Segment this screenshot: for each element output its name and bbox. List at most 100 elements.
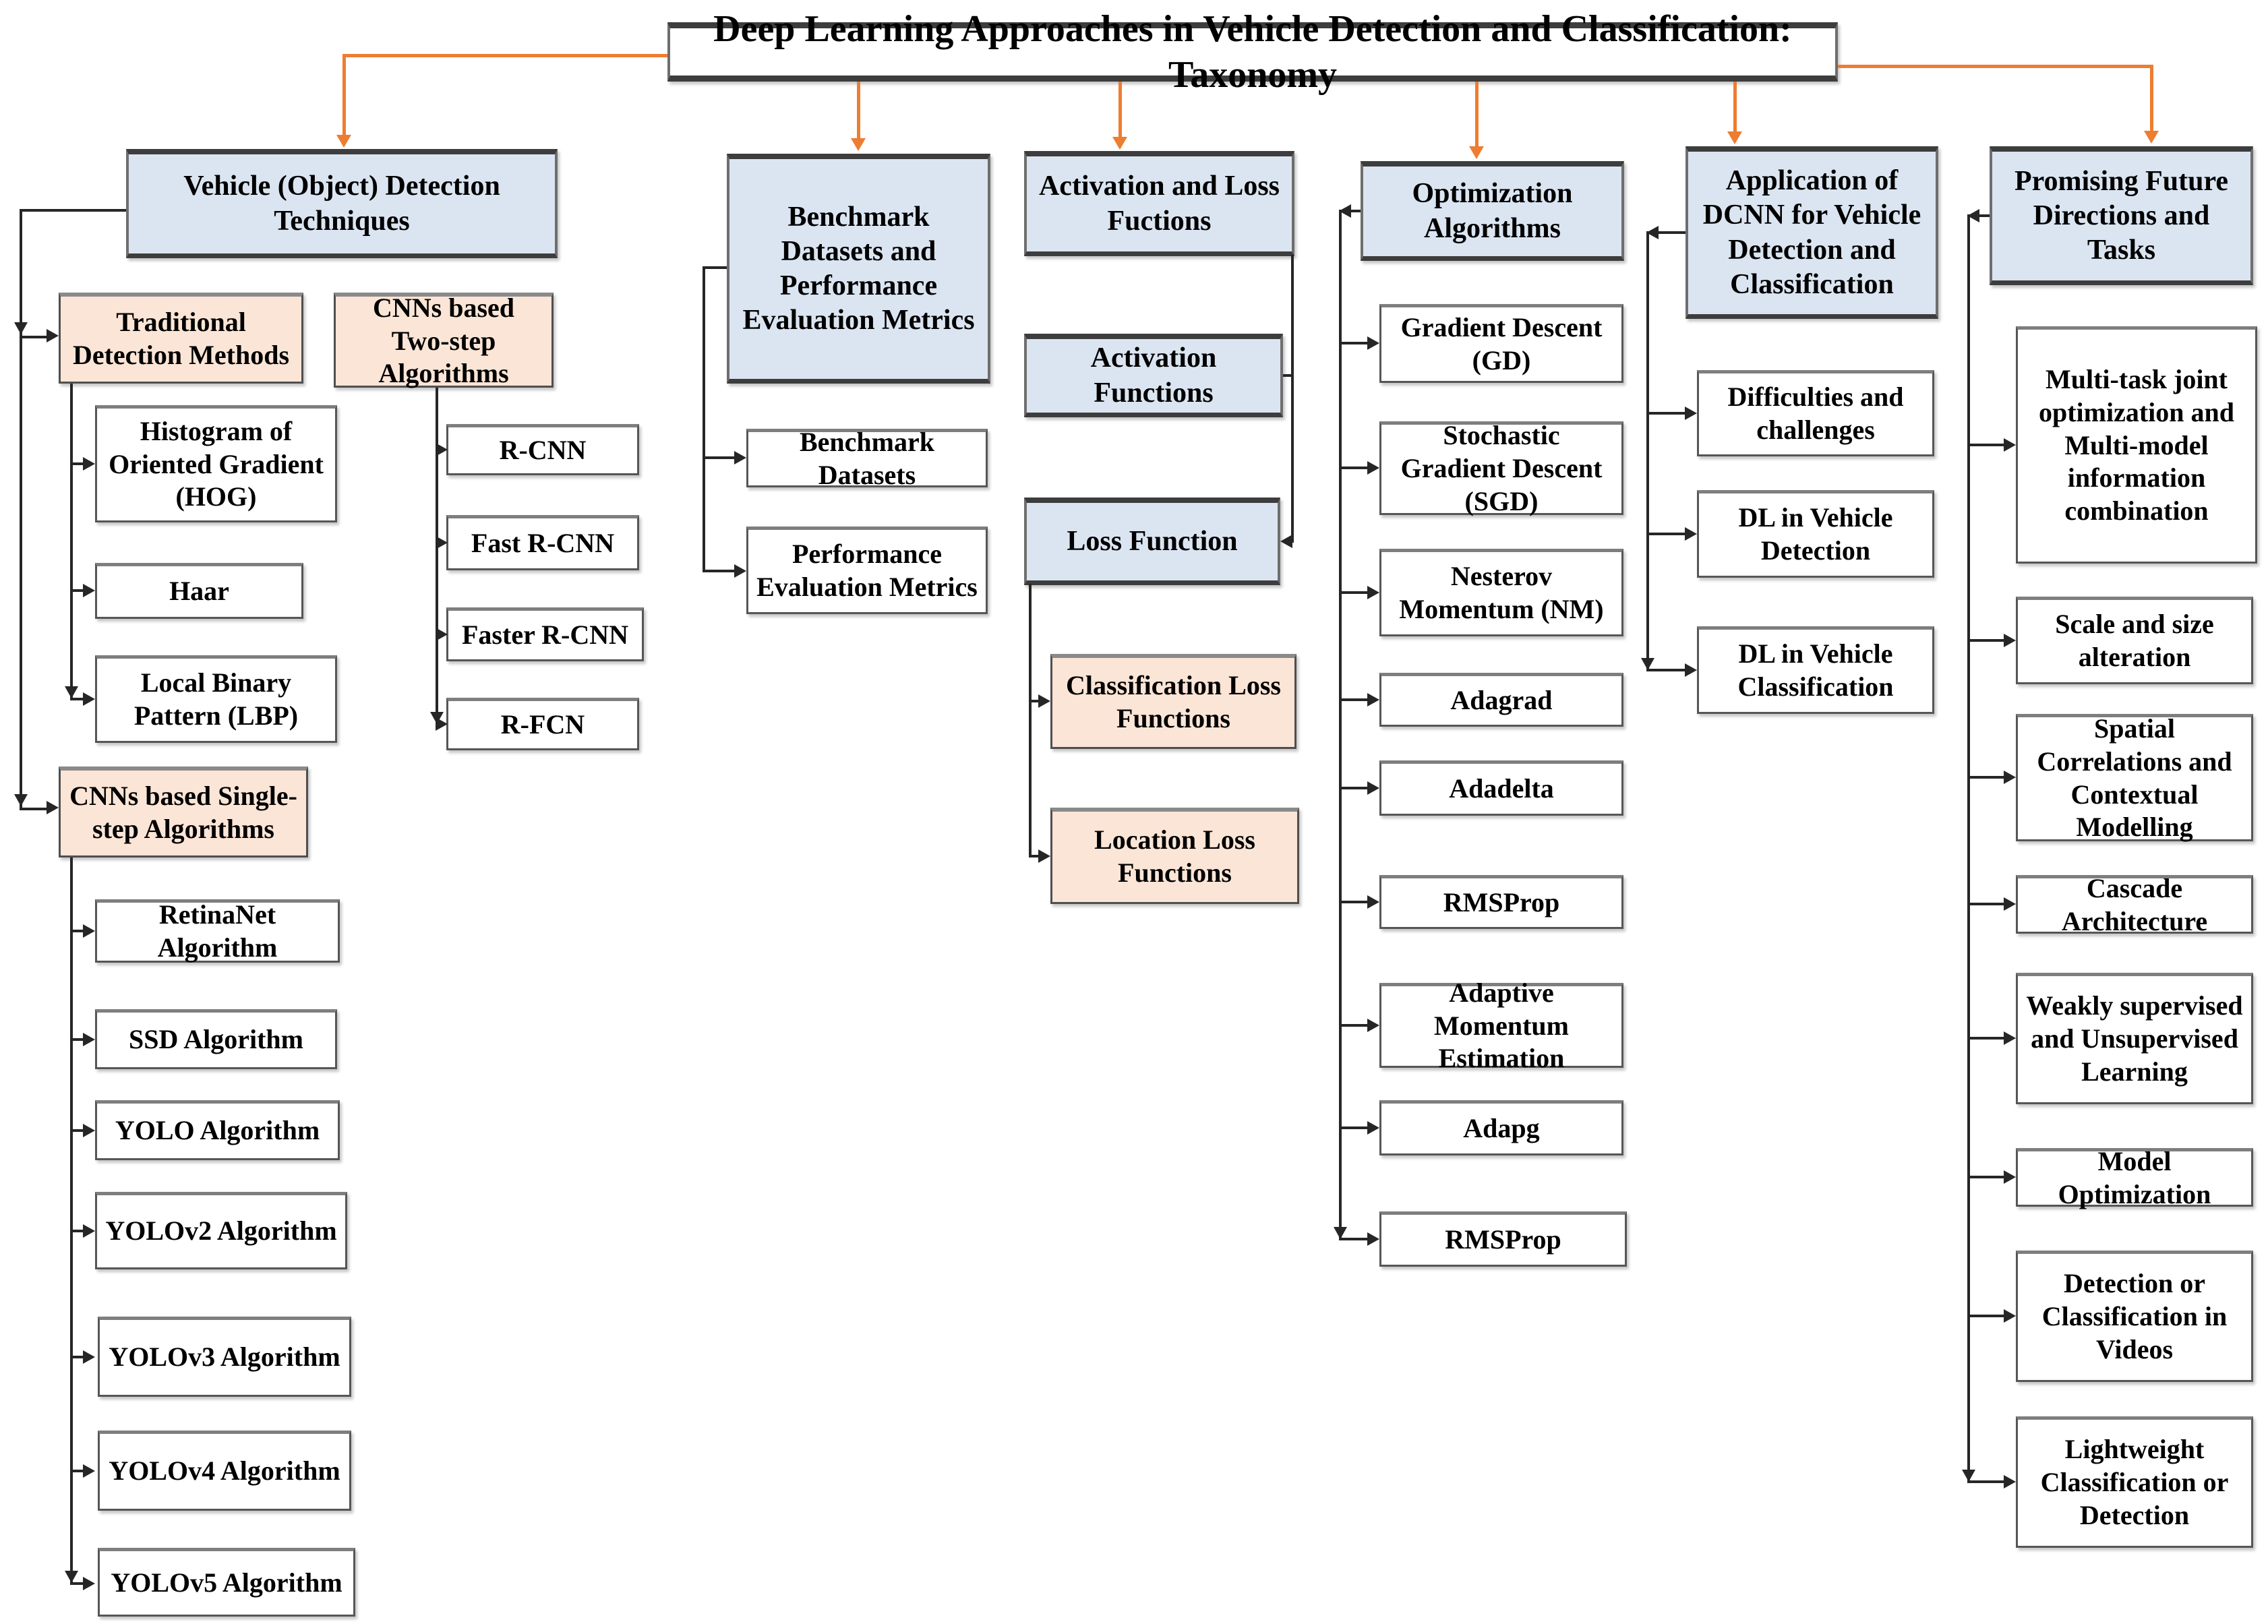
leaf-nm: Nesterov Momentum (NM) bbox=[1379, 549, 1623, 636]
arrow-orange-benchmark bbox=[851, 138, 866, 151]
arrow-into-sgd bbox=[1367, 461, 1379, 475]
arrow-orange-future bbox=[2144, 131, 2159, 144]
arrow-down-rmsprop2-corner bbox=[1334, 1227, 1347, 1239]
arrow-down-lbp-corner bbox=[65, 686, 78, 698]
arrow-into-nm bbox=[1367, 586, 1379, 599]
box-loss-function: Loss Function bbox=[1024, 498, 1280, 585]
arrow-into-yolov3 bbox=[83, 1350, 95, 1364]
connector-singlestep-spine bbox=[70, 858, 73, 1584]
arrow-into-haar bbox=[83, 584, 95, 597]
arrow-into-hog bbox=[83, 457, 95, 471]
connector-application-stub bbox=[1657, 231, 1685, 234]
header-vehicle-detection-techniques: Vehicle (Object) Detection Techniques bbox=[126, 149, 558, 258]
arrow-into-gd bbox=[1367, 336, 1379, 350]
arrow-into-videos bbox=[2004, 1309, 2016, 1323]
leaf-faster-rcnn: Faster R-CNN bbox=[446, 607, 644, 661]
leaf-model-optimization: Model Optimization bbox=[2016, 1146, 2253, 1209]
connector-to-rmsprop2 bbox=[1342, 1238, 1369, 1240]
leaf-yolo: YOLO Algorithm bbox=[95, 1100, 340, 1160]
connector-to-yolov3 bbox=[70, 1356, 85, 1358]
connector-orange-drop-future bbox=[2150, 65, 2153, 132]
arrow-into-scale bbox=[2004, 634, 2016, 647]
leaf-yolov5: YOLOv5 Algorithm bbox=[98, 1548, 355, 1617]
arrow-into-yolov5 bbox=[83, 1577, 95, 1590]
arrow-into-modelopt bbox=[2004, 1170, 2016, 1184]
leaf-detection-in-videos: Detection or Classification in Videos bbox=[2016, 1251, 2253, 1382]
leaf-rcnn: R-CNN bbox=[446, 424, 639, 475]
connector-application-spine bbox=[1646, 231, 1649, 671]
arrow-into-yolov2 bbox=[83, 1224, 95, 1238]
connector-to-retinanet bbox=[70, 930, 85, 932]
leaf-retinanet: RetinaNet Algorithm bbox=[95, 899, 340, 963]
arrow-into-faster-rcnn bbox=[436, 628, 448, 641]
connector-benchmark-spine bbox=[703, 266, 705, 571]
subheader-traditional-detection-methods: Traditional Detection Methods bbox=[59, 293, 303, 384]
connector-to-scale bbox=[1970, 639, 2005, 642]
diagram-title: Deep Learning Approaches in Vehicle Dete… bbox=[667, 8, 1838, 96]
arrow-into-fast-rcnn bbox=[436, 536, 448, 549]
leaf-lightweight: Lightweight Classification or Detection bbox=[2016, 1416, 2253, 1548]
connector-orange-drop-benchmark bbox=[857, 82, 860, 140]
arrow-down-traditional-junction bbox=[14, 322, 28, 334]
arrow-into-traditional bbox=[47, 329, 59, 342]
arrow-into-difficulties bbox=[1685, 407, 1697, 420]
header-activation-and-loss-functions: Activation and Loss Fuctions bbox=[1024, 151, 1294, 256]
connector-to-classification-loss bbox=[1029, 700, 1041, 702]
leaf-rmsprop-1: RMSProp bbox=[1379, 875, 1623, 929]
leaf-multitask-joint: Multi-task joint optimization and Multi-… bbox=[2016, 326, 2257, 564]
connector-to-ame bbox=[1342, 1024, 1369, 1027]
connector-to-videos bbox=[1970, 1315, 2005, 1317]
header-future-directions: Promising Future Directions and Tasks bbox=[1990, 146, 2253, 285]
arrow-into-benchmark-datasets bbox=[734, 451, 746, 464]
connector-orange-drop-optimization bbox=[1475, 82, 1479, 148]
leaf-sgd: Stochastic Gradient Descent (SGD) bbox=[1379, 420, 1623, 516]
connector-to-sgd bbox=[1342, 467, 1369, 469]
arrow-into-yolo bbox=[83, 1124, 95, 1137]
arrow-application-junction bbox=[1646, 226, 1659, 239]
arrow-orange-detection bbox=[336, 135, 351, 148]
arrow-into-rfcn bbox=[436, 717, 448, 731]
connector-to-ssd bbox=[70, 1038, 85, 1041]
arrow-optimization-junction bbox=[1339, 204, 1351, 218]
leaf-adagrad: Adagrad bbox=[1379, 673, 1623, 727]
connector-activation-stub bbox=[1283, 374, 1294, 377]
header-optimization-algorithms: Optimization Algorithms bbox=[1361, 161, 1624, 261]
connector-future-stub bbox=[1978, 214, 1990, 217]
arrow-into-ame bbox=[1367, 1019, 1379, 1032]
connector-optimization-spine bbox=[1339, 210, 1342, 1240]
arrow-into-lbp bbox=[83, 692, 95, 706]
arrow-into-classification-loss bbox=[1038, 694, 1050, 708]
leaf-gd: Gradient Descent (GD) bbox=[1379, 304, 1623, 383]
connector-to-adadelta bbox=[1342, 787, 1369, 789]
connector-traditional-spine bbox=[70, 384, 73, 700]
connector-detection-spine bbox=[20, 209, 22, 809]
connector-to-difficulties bbox=[1649, 412, 1686, 415]
connector-orange-drop-activation bbox=[1118, 82, 1122, 138]
connector-optimization-stub bbox=[1350, 210, 1361, 212]
connector-loss-spine bbox=[1029, 584, 1032, 858]
leaf-yolov3: YOLOv3 Algorithm bbox=[98, 1317, 351, 1397]
connector-to-multitask bbox=[1970, 444, 2005, 446]
leaf-haar: Haar bbox=[95, 563, 303, 619]
leaf-rmsprop-2: RMSProp bbox=[1379, 1211, 1627, 1267]
arrow-into-singlestep bbox=[47, 801, 59, 814]
arrow-into-multitask bbox=[2004, 438, 2016, 452]
subheader-classification-loss: Classification Loss Functions bbox=[1050, 654, 1296, 749]
arrow-into-cascade bbox=[2004, 897, 2016, 911]
connector-to-modelopt bbox=[1970, 1176, 2005, 1178]
leaf-scale-size: Scale and size alteration bbox=[2016, 597, 2253, 684]
connector-to-adapg bbox=[1342, 1126, 1369, 1129]
leaf-dl-vehicle-detection: DL in Vehicle Detection bbox=[1697, 490, 1934, 578]
leaf-lbp: Local Binary Pattern (LBP) bbox=[95, 655, 337, 743]
arrow-into-dl-detection bbox=[1685, 527, 1697, 541]
arrow-into-loss-function bbox=[1280, 535, 1292, 548]
leaf-hog: Histogram of Oriented Gradient (HOG) bbox=[95, 405, 337, 522]
arrow-into-spatial bbox=[2004, 771, 2016, 784]
connector-to-yolov5 bbox=[70, 1582, 85, 1585]
connector-orange-title-right bbox=[1838, 65, 2153, 68]
arrow-into-perf-metrics bbox=[734, 564, 746, 578]
leaf-yolov2: YOLOv2 Algorithm bbox=[95, 1192, 347, 1269]
arrow-into-adapg bbox=[1367, 1121, 1379, 1135]
connector-orange-title-left bbox=[342, 54, 667, 57]
